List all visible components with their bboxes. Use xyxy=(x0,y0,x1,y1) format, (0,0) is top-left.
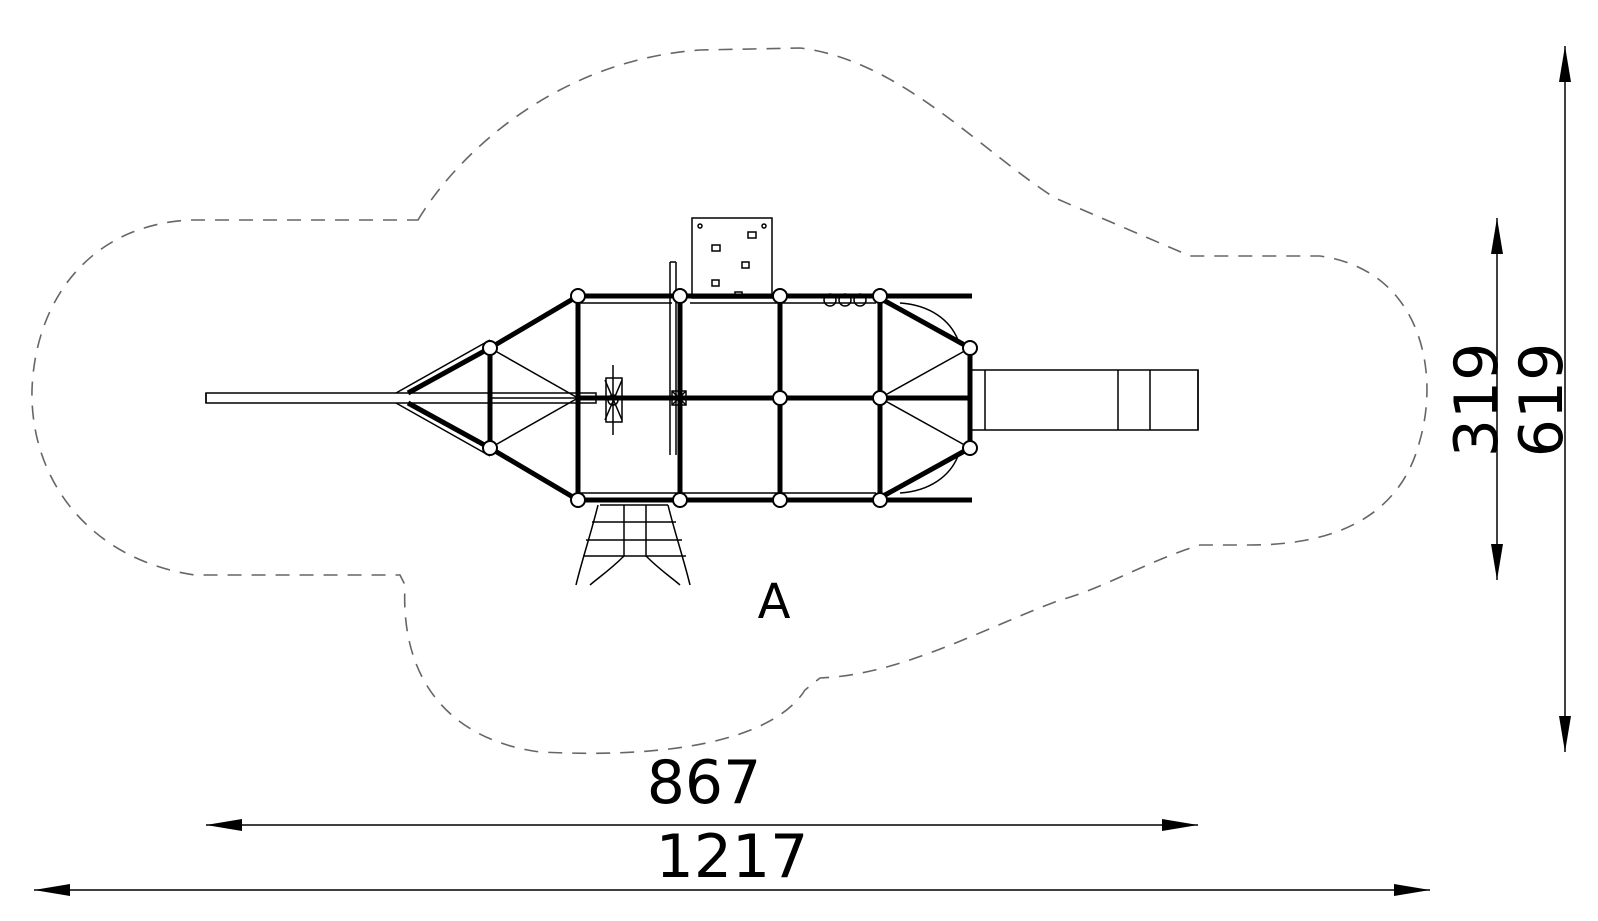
dimension-total-width: 1217 xyxy=(34,822,1430,896)
dimension-inner-width: 867 xyxy=(206,748,1198,831)
dimension-inner-height: 319 xyxy=(1442,218,1512,580)
zone-label-a: A xyxy=(758,574,791,630)
dimension-total-width-value: 1217 xyxy=(656,822,809,892)
dimension-total-height: 619 xyxy=(1507,46,1577,752)
rope-ladder xyxy=(575,504,691,586)
slide xyxy=(969,369,1199,431)
dimension-inner-height-value: 319 xyxy=(1442,343,1512,458)
climbing-wall-panel xyxy=(691,217,773,299)
dimension-inner-width-value: 867 xyxy=(647,748,762,818)
dimension-total-height-value: 619 xyxy=(1507,343,1577,458)
deck-posts xyxy=(482,288,978,508)
safety-zone-outline xyxy=(31,47,1428,755)
